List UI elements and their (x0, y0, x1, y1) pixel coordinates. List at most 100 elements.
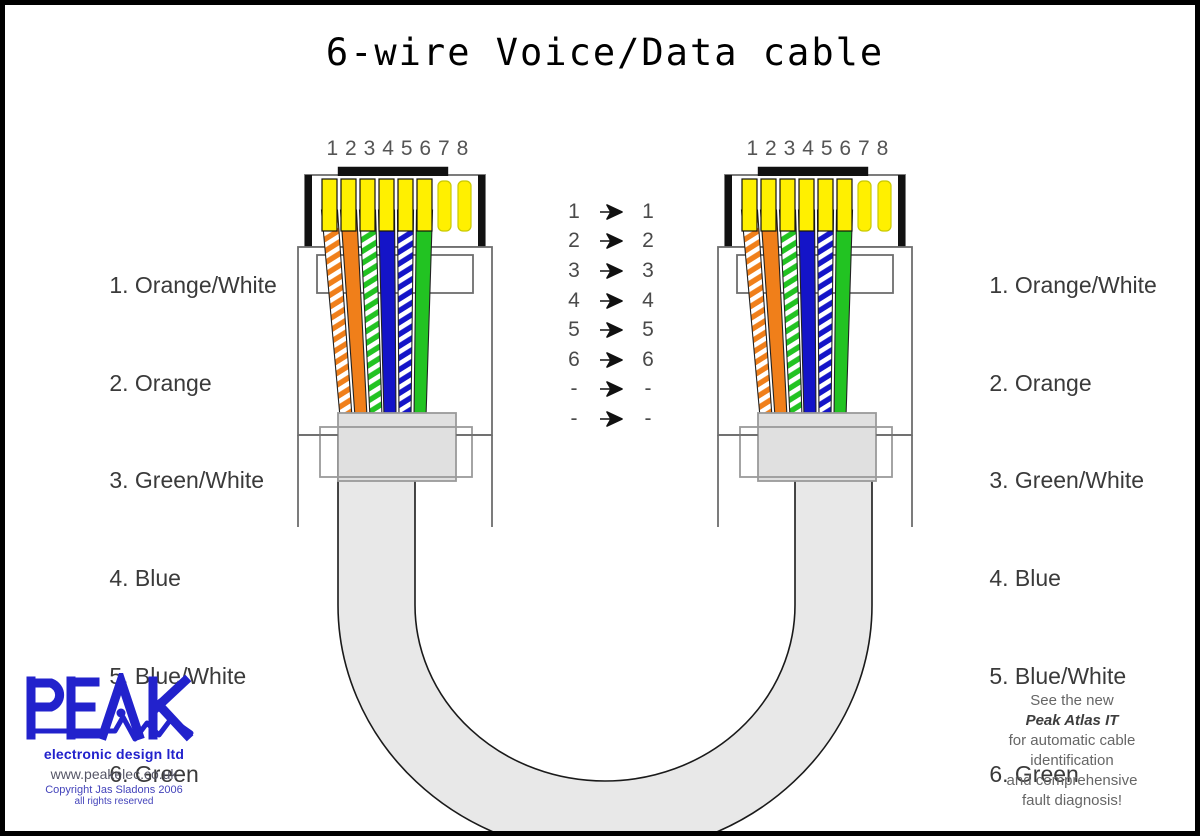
pin-number-6: 6 (839, 137, 852, 160)
arrowhead-right-icon (594, 203, 628, 220)
mapping-row: 5 5 (561, 315, 661, 345)
pin-number-3: 3 (363, 137, 376, 160)
pin-number: 2 (109, 369, 123, 396)
promo-line-5: fault diagnosis! (1021, 792, 1123, 809)
peak-logo: electronic design ltd www.peakelec.co.uk… (19, 673, 209, 807)
mapping-row: - - (561, 375, 661, 405)
list-item: 4. Blue (951, 530, 1157, 591)
list-item: 5. Blue/White (951, 627, 1157, 689)
mapping-from: 3 (568, 258, 580, 282)
page-title: 6-wire Voice/Data cable (325, 31, 885, 74)
pin-number-3: 3 (783, 137, 796, 160)
pin-number-2: 2 (345, 137, 357, 160)
left-rj45-connector: 1 2 3 4 5 6 7 8 (295, 137, 495, 527)
pin-color-label: Orange (1014, 369, 1092, 396)
peak-tagline: electronic design ltd (43, 746, 185, 762)
pin-number: 1 (109, 271, 123, 298)
pin-color-label: Blue (134, 565, 181, 592)
peak-website-url[interactable]: www.peakelec.co.uk (50, 766, 178, 782)
right-rj45-connector: 1 2 3 4 5 6 7 8 (715, 137, 915, 527)
pin-color-label: Orange/White (134, 271, 277, 298)
pin-number-8: 8 (876, 137, 889, 160)
list-item: 7. (71, 823, 277, 831)
arrowhead-right-icon (594, 322, 628, 338)
list-item: 6. Green (951, 725, 1157, 787)
pin-number: 3 (109, 467, 123, 494)
mapping-row: - - (561, 404, 661, 434)
pin-number-7: 7 (438, 137, 450, 160)
mapping-row: 2 2 (561, 227, 661, 257)
pin-number-4: 4 (802, 137, 814, 160)
list-item: 2. Orange (71, 334, 277, 396)
promo-product-name: Peak Atlas IT (1025, 712, 1119, 729)
promo-line-1: See the new (1030, 692, 1114, 709)
rights-notice: all rights reserved (74, 796, 154, 807)
list-item: 6. Green (71, 725, 277, 787)
pin-number-5: 5 (820, 137, 833, 160)
pin-color-label: Blue/White (1014, 662, 1127, 689)
list-item: 1. Orange/White (71, 236, 276, 298)
mapping-from: - (570, 406, 578, 430)
mapping-from: 1 (568, 199, 580, 223)
right-pin-number-row: 1 2 3 4 5 6 7 8 (743, 137, 893, 161)
pin-number-4: 4 (382, 137, 394, 160)
mapping-row: 3 3 (561, 256, 661, 286)
pin-number-6: 6 (419, 137, 432, 160)
pin-color-label: Orange/White (1014, 271, 1157, 298)
mapping-from: 2 (568, 229, 580, 253)
mapping-row: 4 4 (561, 286, 661, 316)
pin-number-5: 5 (400, 137, 413, 160)
promo-line-3: identification (1030, 752, 1114, 769)
list-item: 5. Blue/White (71, 627, 277, 689)
mapping-to: 6 (642, 347, 654, 371)
pin-number: 5 (989, 662, 1003, 689)
mapping-from: 6 (568, 347, 580, 371)
mapping-to: - (644, 406, 652, 430)
pin-number: 4 (109, 565, 123, 592)
pin-color-label: Green (1014, 760, 1079, 787)
list-item: 1. Orange/White (951, 236, 1156, 298)
mapping-from: 4 (568, 288, 580, 312)
left-connector-graphic (297, 166, 493, 527)
list-item: 3. Green/White (71, 432, 277, 493)
mapping-to: - (644, 377, 652, 401)
pin-number-1: 1 (746, 137, 759, 160)
cable-sheath-loop (337, 434, 873, 831)
promo-line-2: for automatic cable (1008, 732, 1136, 749)
arrowhead-right-icon (594, 351, 628, 368)
mapping-from: 5 (568, 318, 580, 342)
arrowhead-right-icon (594, 233, 628, 250)
mapping-to: 3 (642, 258, 654, 282)
list-item: 3. Green/White (951, 432, 1157, 493)
arrowhead-right-icon (594, 263, 628, 279)
list-item: 4. Blue (71, 530, 277, 591)
pin-color-label: Green/White (1014, 467, 1145, 494)
arrowhead-right-icon (594, 292, 628, 309)
right-pin-legend: 1. Orange/White 2. Orange 3. Green/White… (951, 171, 1157, 831)
pin-number: 3 (989, 467, 1003, 494)
pin-number: 1 (989, 271, 1003, 298)
pin-number: 6 (109, 760, 123, 787)
arrowhead-right-icon (594, 411, 628, 427)
pin-number-2: 2 (765, 137, 777, 160)
pin-number-8: 8 (456, 137, 469, 160)
left-pin-number-row: 1 2 3 4 5 6 7 8 (323, 137, 473, 161)
arrowhead-right-icon (594, 381, 628, 398)
mapping-row: 6 6 (561, 345, 661, 375)
pin-color-label: Green/White (134, 467, 265, 494)
mapping-from: - (570, 377, 578, 401)
mapping-row: 1 1 (561, 197, 661, 227)
mapping-to: 5 (642, 318, 654, 342)
right-connector-graphic (717, 166, 913, 527)
pin-number-1: 1 (326, 137, 339, 160)
pin-color-label: Orange (134, 369, 212, 396)
pin-number-7: 7 (858, 137, 870, 160)
list-item: 2. Orange (951, 334, 1157, 396)
mapping-to: 4 (642, 288, 654, 312)
list-item: 7. (951, 823, 1157, 831)
left-pin-legend: 1. Orange/White 2. Orange 3. Green/White… (71, 171, 277, 831)
pin-number: 6 (989, 760, 1003, 787)
peak-wordmark-icon (26, 673, 194, 742)
copyright-notice: Copyright Jas Sladons 2006 (45, 784, 183, 796)
